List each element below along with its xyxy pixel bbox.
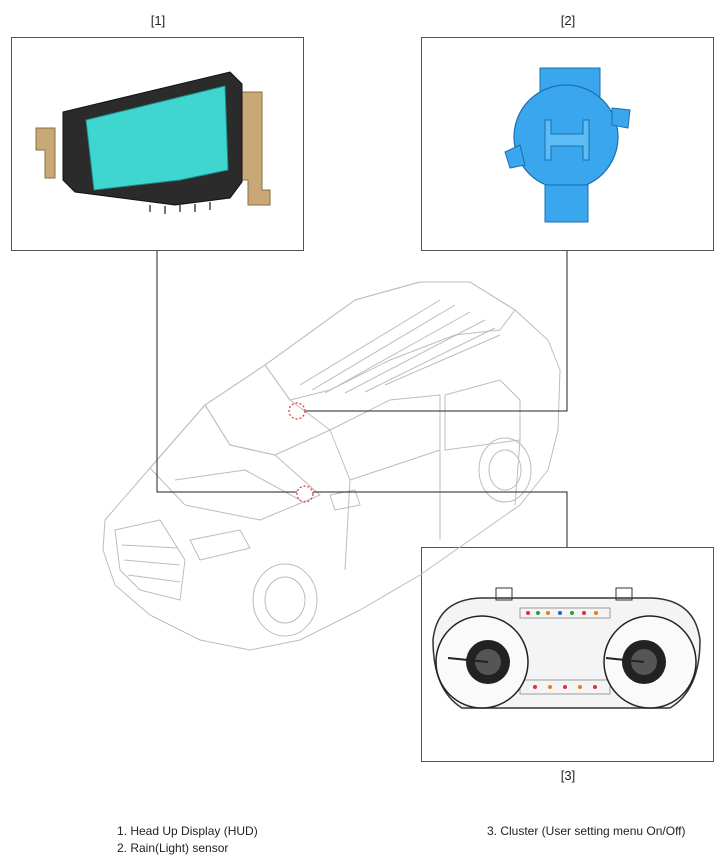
legend-item-cluster: 3. Cluster (User setting menu On/Off)	[487, 824, 686, 838]
leader-line-1	[156, 251, 297, 493]
hud-unit-illustration	[35, 71, 271, 214]
legend-item-hud: 1. Head Up Display (HUD)	[117, 824, 258, 838]
leader-line-3	[313, 491, 568, 547]
rain-sensor-illustration	[504, 67, 631, 223]
legend-right: 3. Cluster (User setting menu On/Off)	[487, 823, 686, 840]
hud-location-marker	[296, 485, 314, 503]
vehicle-outline	[102, 281, 561, 651]
legend-left: 1. Head Up Display (HUD) 2. Rain(Light) …	[117, 823, 258, 857]
ref-label-3: [3]	[560, 768, 576, 783]
rain-sensor-location-marker	[288, 402, 306, 420]
cluster-illustration	[432, 587, 701, 709]
ref-label-1: [1]	[150, 13, 166, 28]
legend-item-rain-sensor: 2. Rain(Light) sensor	[117, 841, 229, 855]
ref-label-2: [2]	[560, 13, 576, 28]
leader-lines	[156, 251, 568, 547]
leader-line-2	[306, 251, 568, 412]
